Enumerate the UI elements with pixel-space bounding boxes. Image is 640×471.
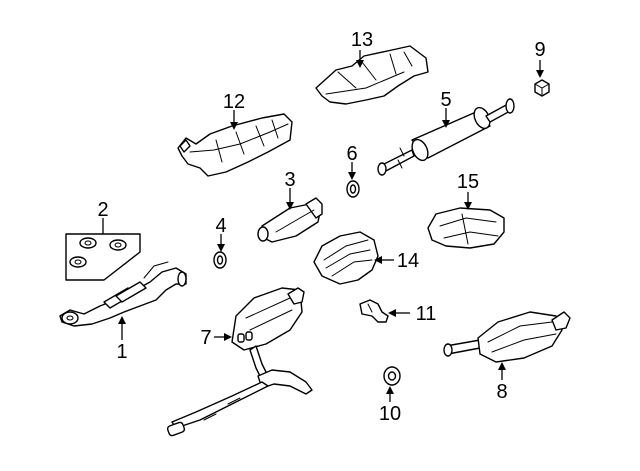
part-13-heat-shield[interactable] — [315, 45, 429, 105]
callout-labels: 1 2 3 4 5 6 7 8 9 10 11 12 13 14 15 — [97, 29, 545, 425]
callout-11: 11 — [416, 303, 437, 325]
part-9-clip[interactable] — [534, 79, 550, 97]
part-5-resonator-pipe[interactable] — [377, 98, 515, 176]
callout-8: 8 — [496, 381, 507, 403]
callout-9: 9 — [534, 39, 545, 61]
callout-7: 7 — [200, 327, 211, 349]
part-7-center-muffler[interactable] — [166, 287, 313, 437]
leader-lines — [102, 50, 544, 402]
callout-3: 3 — [284, 169, 295, 191]
part-1-front-pipe[interactable] — [59, 261, 187, 327]
part-6-gasket[interactable] — [346, 180, 360, 198]
callout-4: 4 — [215, 215, 226, 237]
callout-14: 14 — [397, 250, 419, 272]
callout-13: 13 — [351, 29, 373, 51]
part-11-bracket[interactable] — [359, 299, 389, 323]
part-10-gasket[interactable] — [383, 366, 401, 386]
part-15-heat-shield[interactable] — [427, 207, 505, 249]
part-2-gasket-kit[interactable] — [65, 233, 141, 281]
part-14-heat-shield[interactable] — [313, 231, 379, 285]
callout-2: 2 — [97, 199, 108, 221]
part-3-catalytic-converter[interactable] — [257, 197, 323, 243]
callout-1: 1 — [116, 341, 127, 363]
part-4-gasket[interactable] — [213, 251, 227, 269]
callout-12: 12 — [223, 91, 245, 113]
callout-15: 15 — [457, 171, 479, 193]
callout-6: 6 — [346, 143, 357, 165]
callout-10: 10 — [379, 403, 401, 425]
part-12-heat-shield[interactable] — [177, 113, 293, 177]
callout-5: 5 — [440, 89, 451, 111]
part-8-rear-muffler[interactable] — [443, 311, 571, 363]
